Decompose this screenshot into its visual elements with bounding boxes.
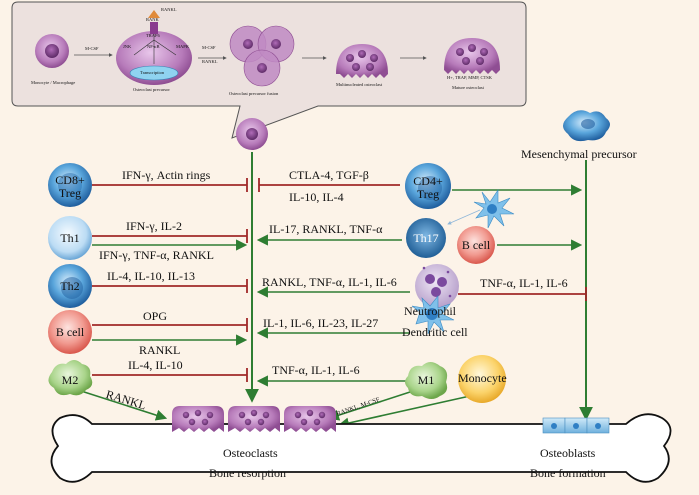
inset-label-rankl: RANKL <box>161 7 177 12</box>
m2-rankl-arrow <box>77 389 168 421</box>
inset-label-mapk: MAPK <box>176 44 190 49</box>
edge-label-th1-b: IFN-γ, TNF-α, RANKL <box>99 248 214 262</box>
edge-label-cd8: IFN-γ, Actin rings <box>122 168 211 182</box>
bone-resorption-label: Bone resorption <box>209 466 286 480</box>
dendritic-label: Dendritic cell <box>402 325 468 339</box>
osteoclast-row <box>172 406 336 432</box>
osteoblasts-label: Osteoblasts <box>540 446 596 460</box>
inset-label-fusion: Osteoclast precursor fusion <box>229 91 279 96</box>
edge-label-th1-a: IFN-γ, IL-2 <box>126 219 182 233</box>
bone-formation-label: Bone formation <box>530 466 606 480</box>
b-cell-right-label: B cell <box>461 238 491 252</box>
dendritic-cell-top <box>473 189 515 229</box>
mesenchymal-cell <box>563 110 610 142</box>
m1-cell <box>405 362 448 399</box>
m2-label: M2 <box>61 373 79 387</box>
m2-cell <box>48 360 93 396</box>
edge-label-cd4-b: IL-10, IL-4 <box>289 190 344 204</box>
precursor-cell <box>236 118 268 150</box>
inset-label-traf6: TRAF6 <box>146 33 160 38</box>
inset-label-mcsf: M-CSF <box>85 46 99 51</box>
edge-label-m1: TNF-α, IL-1, IL-6 <box>272 363 360 377</box>
inset-fusion <box>229 25 295 87</box>
inset-label-rankl-2: RANKL <box>202 59 218 64</box>
mesenchymal-label: Mesenchymal precursor <box>521 147 637 161</box>
left-inhibit-lines <box>92 178 248 382</box>
m1-label: M1 <box>417 373 435 387</box>
b-cell-left-label: B cell <box>55 325 85 339</box>
inset-label-mature: Mature osteoclast <box>452 85 484 90</box>
monocyte-cell <box>458 355 506 403</box>
bone-shape <box>50 413 672 483</box>
th2-cell <box>48 264 92 308</box>
inset-label-markers: H+, TRAP, MMP, CTSK <box>447 75 492 80</box>
inset-osteoclast-precursor <box>116 10 192 85</box>
cd4-label-line2: Treg <box>416 186 440 201</box>
edge-label-cd4-a: CTLA-4, TGF-β <box>289 168 369 182</box>
edge-label-m2: IL-4, IL-10 <box>128 358 183 372</box>
inset-mature <box>444 38 500 74</box>
inset-label-transcription: Transcription <box>140 70 165 75</box>
cd8-treg-label: CD8+ Treg <box>48 174 92 199</box>
cd4-label-line1: CD4+ <box>413 174 443 188</box>
right-inhibit-lines <box>258 178 587 301</box>
inset-label-multinucleated: Multinucleated osteoclast <box>336 82 383 87</box>
th1-label: Th1 <box>60 231 80 245</box>
monocyte-diag-arrow <box>337 395 471 429</box>
th17-cell <box>406 218 446 258</box>
osteoblast-row <box>542 417 610 434</box>
inset-label-nfkb: NF-κB <box>147 44 160 49</box>
dendritic-cell <box>411 295 455 335</box>
th1-cell <box>48 216 92 260</box>
dc-to-th17-arrow <box>447 209 481 225</box>
edge-label-th17: IL-17, RANKL, TNF-α <box>269 222 383 236</box>
inset-label-rank: RANK <box>146 17 159 22</box>
inset-label-mcsf-2: M-CSF <box>202 45 216 50</box>
cd8-treg-cell <box>48 163 92 207</box>
edge-label-neutrophil: RANKL, TNF-α, IL-1, IL-6 <box>262 275 397 289</box>
inset-multinucleated <box>336 44 388 78</box>
edge-label-dendritic: IL-1, IL-6, IL-23, IL-27 <box>263 316 379 330</box>
neutrophil-label: Neutrophil <box>404 304 456 318</box>
edge-label-opg: OPG <box>143 309 168 323</box>
monocyte-label: Monocyte <box>458 371 507 385</box>
cd4-treg-label: CD4+ Treg <box>405 175 451 200</box>
th17-label: Th17 <box>413 231 439 245</box>
edge-label-th2: IL-4, IL-10, IL-13 <box>107 269 195 283</box>
inset-monocyte <box>35 34 69 68</box>
osteoclasts-label: Osteoclasts <box>223 446 278 460</box>
cd8-label-line2: Treg <box>58 185 82 200</box>
edge-label-bcell-rankl: RANKL <box>139 343 181 357</box>
th2-label: Th2 <box>60 279 80 293</box>
neutrophil-cell <box>415 264 459 308</box>
inset-label-jnk: JNK <box>123 44 132 49</box>
cd4-treg-cell <box>405 163 451 209</box>
m1-diag-arrow <box>327 391 411 421</box>
edge-label-right-b: TNF-α, IL-1, IL-6 <box>480 276 568 290</box>
inset-label-monocyte: Monocyte / Macrophage <box>31 80 76 85</box>
inset-label-osteoclast-precursor: Osteoclast precursor <box>133 87 170 92</box>
b-cell-left <box>48 310 92 354</box>
b-cell-right <box>457 226 495 264</box>
cd8-label-line1: CD8+ <box>55 173 85 187</box>
